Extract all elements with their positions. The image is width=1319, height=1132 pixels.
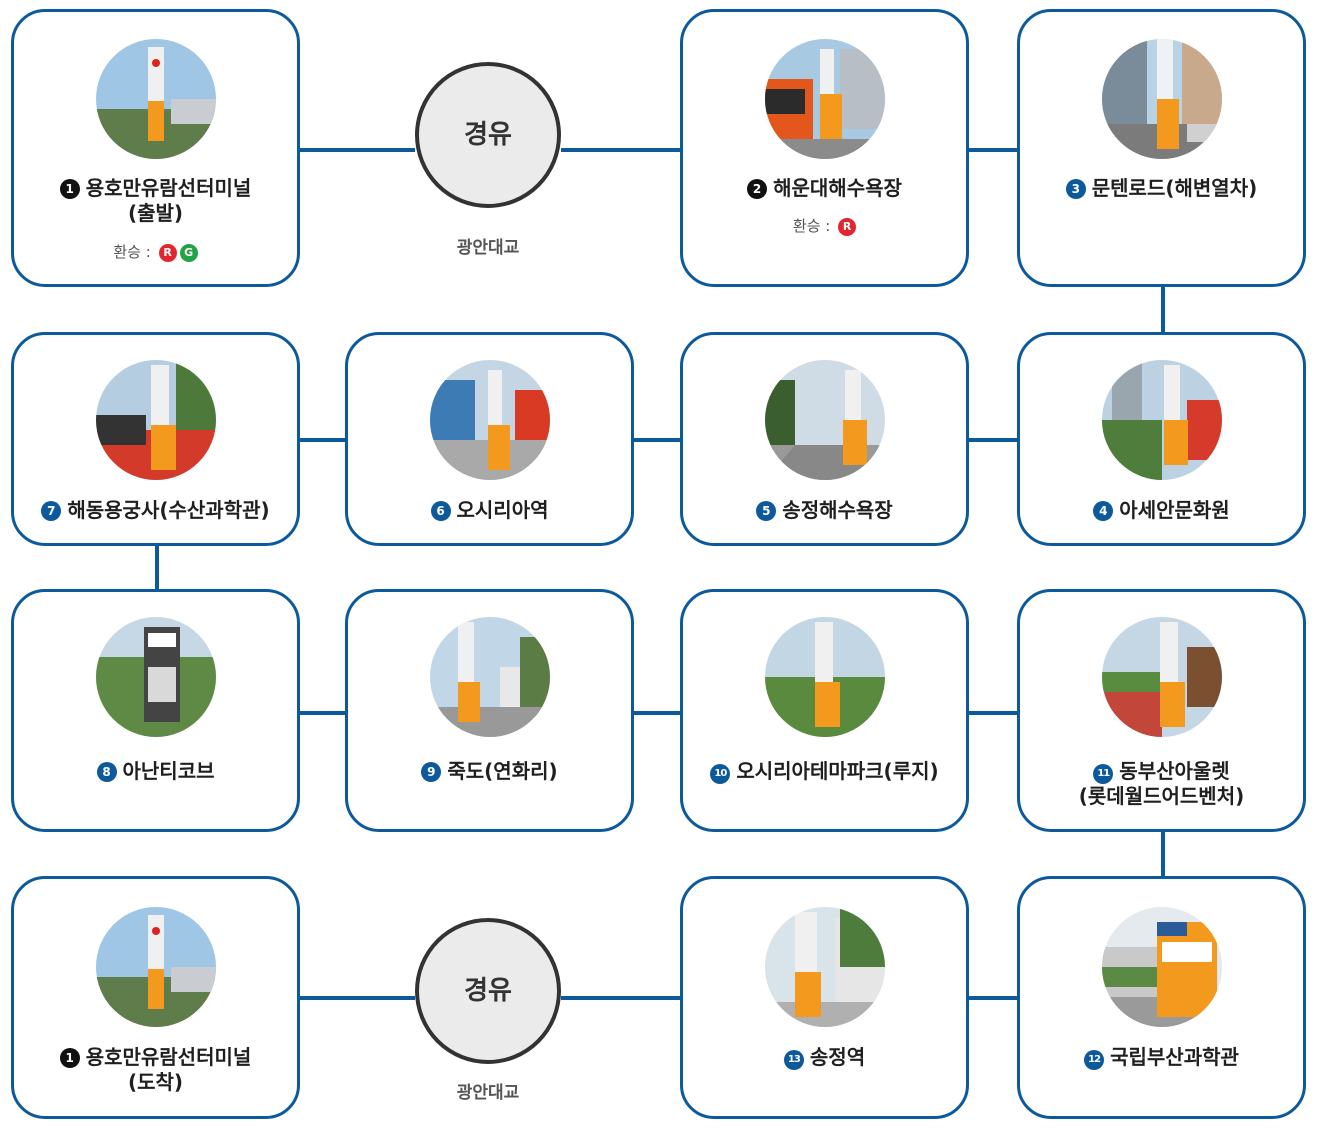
stop-photo bbox=[1101, 39, 1222, 159]
via-sublabel: 광안대교 bbox=[456, 1083, 520, 1103]
via-circle: 경유 bbox=[415, 62, 561, 208]
stop-photo bbox=[764, 39, 885, 159]
stop-number-badge: 12 bbox=[1084, 1050, 1105, 1070]
stop-name-sub: (롯데월드어드벤처) bbox=[1078, 784, 1245, 808]
stop-photo bbox=[764, 617, 885, 737]
transfer-badge-red: R bbox=[838, 218, 857, 236]
stop-name-text: 동부산아울렛 bbox=[1119, 759, 1230, 783]
stop-name-text: 송정역 bbox=[809, 1045, 866, 1069]
via-sublabel: 광안대교 bbox=[456, 238, 520, 258]
stop-name-text: 문텐로드(해변열차) bbox=[1091, 176, 1258, 200]
via-circle: 경유 bbox=[415, 918, 561, 1064]
stop-name-text: 송정해수욕장 bbox=[782, 498, 893, 522]
stop-number-badge: 3 bbox=[1065, 179, 1086, 199]
transfer-badge-red: R bbox=[158, 244, 177, 262]
stop-number-badge: 5 bbox=[756, 501, 777, 521]
stop-name-text: 죽도(연화리) bbox=[447, 759, 558, 783]
stop-photo bbox=[764, 907, 885, 1027]
stop-name-text: 아세안문화원 bbox=[1119, 498, 1230, 522]
stop-name-text: 해운대해수욕장 bbox=[773, 176, 902, 200]
stop-number-badge: 7 bbox=[41, 501, 62, 521]
stop-name-sub: (도착) bbox=[127, 1070, 184, 1094]
stop-name-text: 오시리아테마파크(루지) bbox=[736, 759, 939, 783]
stop-photo bbox=[95, 617, 216, 737]
stop-number-badge: 8 bbox=[96, 762, 117, 782]
transfer-label: 환승 : bbox=[792, 217, 831, 235]
stop-number-badge: 10 bbox=[710, 764, 731, 784]
transfer-label: 환승 : bbox=[113, 243, 151, 261]
stop-number-badge: 11 bbox=[1093, 764, 1114, 784]
stop-photo bbox=[764, 360, 885, 480]
stop-photo bbox=[1101, 907, 1222, 1027]
stop-photo bbox=[95, 360, 216, 480]
stop-name-text: 용호만유람선터미널 bbox=[85, 1045, 252, 1069]
stop-photo bbox=[1101, 617, 1222, 737]
stop-number-badge: 1 bbox=[59, 179, 80, 199]
stop-photo bbox=[95, 907, 216, 1027]
stop-photo bbox=[1101, 360, 1222, 480]
stop-name-text: 오시리아역 bbox=[456, 498, 549, 522]
stop-number-badge: 2 bbox=[747, 179, 768, 199]
stop-photo bbox=[429, 617, 550, 737]
stop-number-badge: 1 bbox=[59, 1048, 80, 1068]
stop-number-badge: 6 bbox=[430, 501, 451, 521]
stop-photo bbox=[429, 360, 550, 480]
stop-name-text: 용호만유람선터미널 bbox=[85, 176, 252, 200]
stop-number-badge: 13 bbox=[783, 1050, 804, 1070]
stop-name-text: 국립부산과학관 bbox=[1110, 1045, 1239, 1069]
transfer-badge-green: G bbox=[179, 244, 198, 262]
stop-photo bbox=[95, 39, 216, 159]
stop-name-text: 아난티코브 bbox=[122, 759, 215, 783]
stop-name-text: 해동용궁사(수산과학관) bbox=[67, 498, 270, 522]
stop-number-badge: 9 bbox=[421, 762, 442, 782]
stop-number-badge: 4 bbox=[1093, 501, 1114, 521]
stop-name-sub: (출발) bbox=[127, 201, 184, 225]
transfer-info: 환승 : R bbox=[683, 215, 966, 236]
